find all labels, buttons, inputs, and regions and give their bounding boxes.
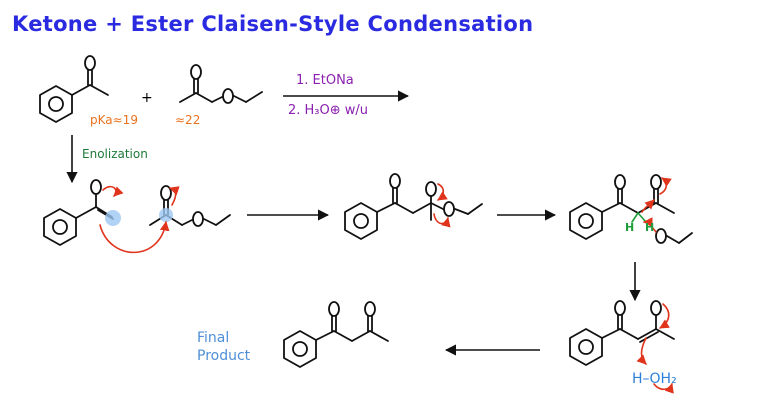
- plus-sign: +: [141, 90, 153, 106]
- acetophenone-molecule: [39, 55, 109, 123]
- proton-h-left: H: [625, 221, 635, 234]
- ester-pka-label: ≈22: [175, 113, 201, 127]
- enolization-label: Enolization: [82, 147, 148, 161]
- final-product-molecule: [283, 301, 389, 368]
- reagent-step1: 1. EtONa: [296, 73, 354, 88]
- hydronium-label: H–OH₂: [632, 371, 677, 387]
- diketone-deprotonation: [569, 174, 693, 244]
- tetrahedral-intermediate: [344, 173, 483, 240]
- ethyl-acetate-molecule: [179, 64, 263, 104]
- final-label-line1: Final: [197, 330, 230, 346]
- page-title: Ketone + Ester Claisen-Style Condensatio…: [12, 12, 534, 36]
- final-product-label: Final Product: [197, 330, 250, 365]
- ester-molecule-row2: [149, 185, 231, 227]
- enolate-molecule: [43, 179, 124, 246]
- ketone-pka-label: pKa≈19: [90, 113, 138, 127]
- diketone-enolate: [569, 300, 675, 394]
- nucleophilic-attack-arrow: [99, 221, 170, 254]
- proton-h-right: H: [645, 221, 655, 234]
- final-label-line2: Product: [197, 347, 251, 364]
- reagent-step2: 2. H₃O⊕ w/u: [288, 103, 369, 118]
